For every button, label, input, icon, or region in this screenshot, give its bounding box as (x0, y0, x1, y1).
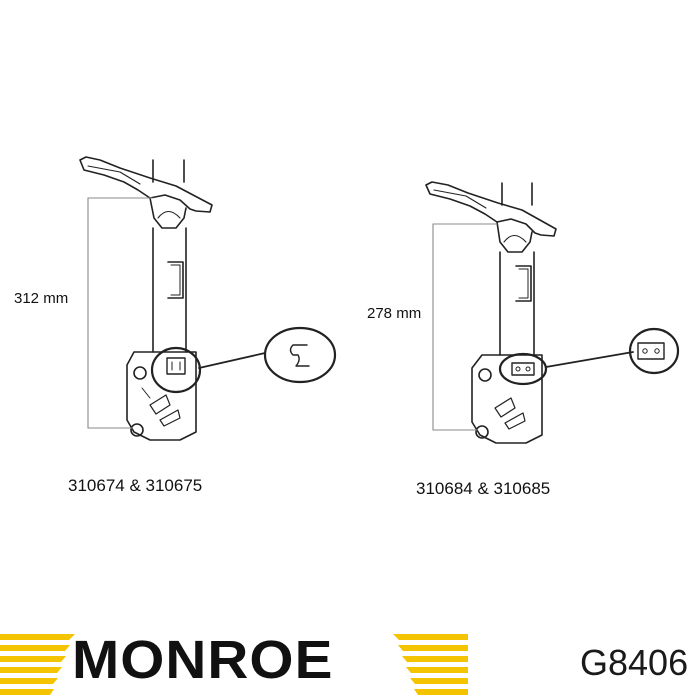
monroe-logo-stripes (0, 634, 468, 695)
left-part-numbers: 310674 & 310675 (68, 476, 203, 495)
product-code: G8406 (580, 642, 689, 683)
right-part-numbers: 310684 & 310685 (416, 479, 551, 498)
left-dimension-label: 312 mm (14, 290, 69, 307)
left-strut-drawing (79, 156, 337, 441)
right-dimension-label: 278 mm (367, 305, 422, 322)
monroe-logo-wordmark: MONROE (72, 630, 334, 690)
right-strut-drawing (425, 181, 680, 444)
